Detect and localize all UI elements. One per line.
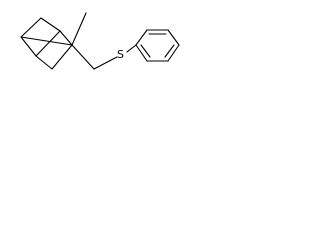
bond-ph-1	[135, 29, 148, 46]
bond-ring-3	[20, 36, 37, 57]
bond-ph-double-2	[164, 44, 175, 58]
bond-methyl	[71, 12, 87, 46]
sulfur-atom-label: S	[117, 48, 124, 61]
bond-ring-2	[20, 17, 42, 38]
bond-ph-6	[135, 44, 148, 62]
bond-ring-1	[40, 17, 61, 32]
bond-ch2	[71, 44, 95, 70]
bond-ph-double-3	[140, 44, 151, 58]
bond-ring-8	[20, 36, 73, 46]
bond-ph-4	[167, 44, 180, 62]
phenyl-ring	[135, 29, 180, 62]
bond-ring-5	[35, 55, 53, 70]
bond-ch2-s	[93, 56, 118, 70]
bond-ring-6	[51, 44, 73, 70]
bicyclic-skeleton	[20, 17, 73, 70]
chemical-structure: S	[20, 12, 180, 70]
bond-ring-4	[35, 30, 61, 57]
bond-ring-7	[59, 30, 73, 46]
bond-s-phenyl	[126, 44, 137, 53]
bond-ph-3	[167, 29, 180, 46]
